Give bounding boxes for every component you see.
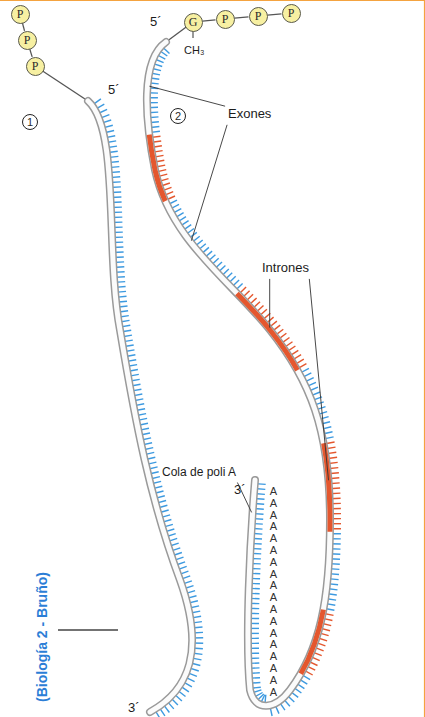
leader-line (269, 279, 270, 328)
bond-connector (30, 49, 32, 57)
part-label: Exones (228, 104, 271, 122)
rna-backbone-core (88, 101, 192, 712)
group-letter: P (17, 8, 24, 20)
rna-backbone (88, 101, 192, 712)
label-text: 3´ (128, 701, 140, 716)
label-text: 5´ (150, 15, 162, 30)
intron-band (147, 42, 330, 706)
leader-line (309, 279, 328, 480)
rule-line (58, 629, 118, 631)
leader-lines (149, 86, 328, 512)
leader-line (191, 125, 227, 241)
intron-bands (147, 42, 330, 706)
part-label: 5´ (150, 12, 162, 30)
bond-connector (235, 17, 249, 18)
phosphate-circle: G (184, 13, 203, 32)
label-text: AAAAAAAAAAAAAAAAAA (268, 486, 279, 698)
group-letter: P (288, 7, 295, 19)
callout-number: 1 (27, 117, 33, 128)
phosphate-circle: P (282, 4, 301, 23)
rna-backbone-core (147, 42, 330, 706)
group-letter: P (32, 60, 39, 72)
group-letter: G (189, 16, 198, 28)
bond-connector (203, 20, 216, 21)
part-label: 3´ (234, 480, 246, 498)
part-label: Intrones (262, 258, 309, 276)
bond-connector (268, 14, 282, 15)
group-letter: P (24, 34, 31, 46)
label-text: Exones (228, 107, 271, 122)
phosphate-circle: P (11, 5, 30, 24)
intron-band (147, 42, 330, 706)
number-circle: 1 (22, 114, 38, 130)
frame-line (424, 0, 425, 717)
phosphate-circle: P (18, 31, 37, 50)
credit-text: (Biología 2 - Bruño) (34, 572, 50, 702)
phosphate-circle: P (249, 7, 268, 26)
intron-band (147, 42, 330, 706)
label-text: 3´ (234, 483, 246, 498)
label-text: Intrones (262, 261, 309, 276)
part-label: Cola de poli A (162, 462, 236, 480)
number-circle: 2 (170, 108, 186, 124)
leader-line (149, 86, 225, 106)
intron-band (147, 42, 330, 706)
label-text: CH₃ (184, 44, 204, 57)
label-text: 5´ (108, 83, 120, 98)
phosphate-circle: P (216, 10, 235, 29)
poly-a-column: AAAAAAAAAAAAAAAAAA (268, 486, 279, 700)
group-letter: P (255, 10, 262, 22)
part-label: CH₃ (184, 40, 204, 58)
part-label: 5´ (108, 80, 120, 98)
credit-label: (Biología 2 - Bruño) (33, 572, 51, 702)
group-letter: P (222, 13, 229, 25)
phosphate-circle: P (26, 57, 45, 76)
part-label: 3´ (128, 698, 140, 716)
label-text: Cola de poli A (162, 466, 236, 480)
callout-number: 2 (175, 111, 181, 122)
bond-connector (23, 23, 25, 31)
rna-backbone (147, 42, 330, 706)
frame-line (0, 0, 425, 1)
